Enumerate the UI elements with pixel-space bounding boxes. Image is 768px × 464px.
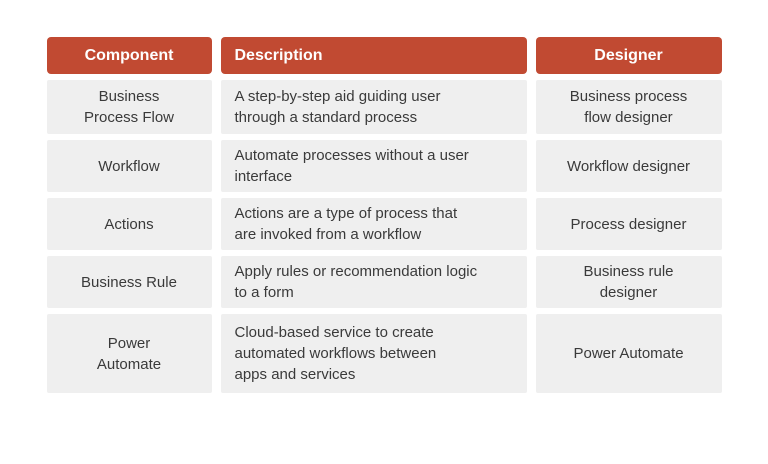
header-cell-description: Description [220,37,527,74]
row3-description-cell: Actions are a type of process that are i… [220,198,527,250]
row3-designer-cell: Process designer [535,198,722,250]
row2-description-cell: Automate processes without a user interf… [220,140,527,192]
row5-component-cell: Power Automate [46,314,212,393]
row1-component-cell: Business Process Flow [46,80,212,134]
row5-description-cell: Cloud-based service to create automated … [220,314,527,393]
row4-designer-cell: Business rule designer [535,256,722,308]
row1-description-cell: A step-by-step aid guiding user through … [220,80,527,134]
header-cell-component: Component [46,37,212,74]
components-table: Component Description Designer Business … [46,37,722,393]
row5-designer-cell: Power Automate [535,314,722,393]
row1-designer-cell: Business process flow designer [535,80,722,134]
header-cell-designer: Designer [535,37,722,74]
row3-component-cell: Actions [46,198,212,250]
row2-designer-cell: Workflow designer [535,140,722,192]
row4-description-cell: Apply rules or recommendation logic to a… [220,256,527,308]
row4-component-cell: Business Rule [46,256,212,308]
row2-component-cell: Workflow [46,140,212,192]
